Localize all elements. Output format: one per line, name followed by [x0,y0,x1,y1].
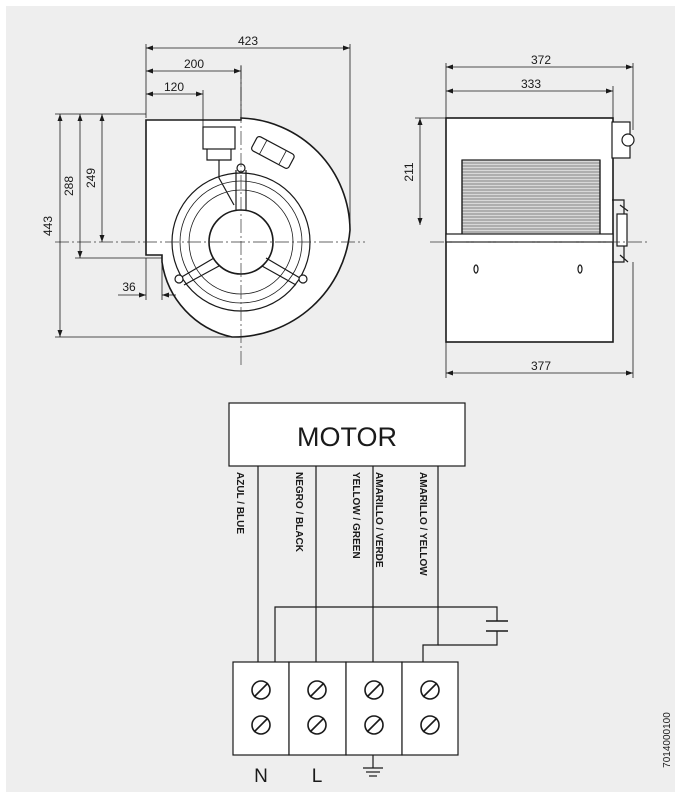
screw-icon [420,715,440,735]
terminal-l [288,661,347,756]
wire-label-yellow: AMARILLO / YELLOW [417,472,428,576]
side-view: 372 333 377 211 [402,53,650,378]
dimension-211: 211 [402,117,446,225]
dim-label-423: 423 [238,34,258,48]
screw-icon [251,715,271,735]
drawing-panel: 423 200 120 443 [6,6,675,792]
terminal-label-l: L [312,766,323,787]
dimension-443: 443 [41,113,232,338]
side-cable-gland [621,133,635,147]
dimension-249: 249 [84,114,105,242]
fan-blades [462,162,600,233]
fan-wheel [461,159,601,237]
motor-shaft [616,213,628,247]
screw-icon [420,680,440,700]
screw-icon [251,680,271,700]
dimension-377: 377 [445,262,634,378]
junction-box [202,126,236,150]
dim-label-36: 36 [122,280,136,294]
dim-label-249: 249 [84,168,98,188]
slot-right [577,264,583,274]
terminal-n [232,661,290,756]
bracket-bolts [619,204,629,263]
dim-label-443: 443 [41,216,55,236]
dimension-372: 372 [445,53,634,130]
motor-box [228,402,466,467]
inlet-flange [445,233,614,243]
dim-label-200: 200 [184,57,204,71]
motor-label: MOTOR [297,422,397,452]
wiring-diagram: MOTOR AZUL / BLUE NEGRO / BLACK YELLOW /… [228,402,508,787]
dimension-200: 200 [146,57,242,118]
dim-label-288: 288 [62,176,76,196]
spider-arm-left [179,257,220,286]
dim-label-377: 377 [531,359,551,373]
dimension-120: 120 [146,80,204,127]
dim-label-333: 333 [521,77,541,91]
technical-drawing: 423 200 120 443 [41,34,673,787]
screw-icon [364,715,384,735]
junction-cable [218,160,235,206]
terminal-screws [251,680,440,735]
terminal-aux [401,661,459,756]
wire-label-black: NEGRO / BLACK [293,472,304,553]
screw-icon [307,715,327,735]
wire-label-amarillo-verde: AMARILLO / VERDE [373,472,384,568]
dimension-36: 36 [118,258,176,300]
wire-label-yellow-green: YELLOW / GREEN [350,472,361,559]
spider-arm-right [261,257,301,286]
document-code: 7014000100 [662,712,673,768]
terminal-ground [345,661,403,756]
dim-label-120: 120 [164,80,184,94]
dim-label-372: 372 [531,53,551,67]
wire-yellow [422,466,439,662]
wire-capacitor-top [274,606,498,662]
mount-hole-left [174,274,184,284]
wire-label-blue: AZUL / BLUE [234,472,245,534]
dimension-288: 288 [62,114,162,259]
terminal-block [232,661,459,756]
slot-left [473,264,479,274]
capacitor-body [251,136,295,169]
spider-arm-top [235,170,247,210]
mount-hole-right [298,274,308,284]
dimension-333: 333 [446,77,614,118]
screw-icon [307,680,327,700]
front-view: 423 200 120 443 [41,34,365,365]
terminal-label-n: N [254,766,268,787]
ground-icon [363,755,383,777]
dimension-423: 423 [145,34,351,225]
screw-icon [364,680,384,700]
wire-capacitor-bottom [438,631,498,646]
dim-label-211: 211 [402,162,416,181]
